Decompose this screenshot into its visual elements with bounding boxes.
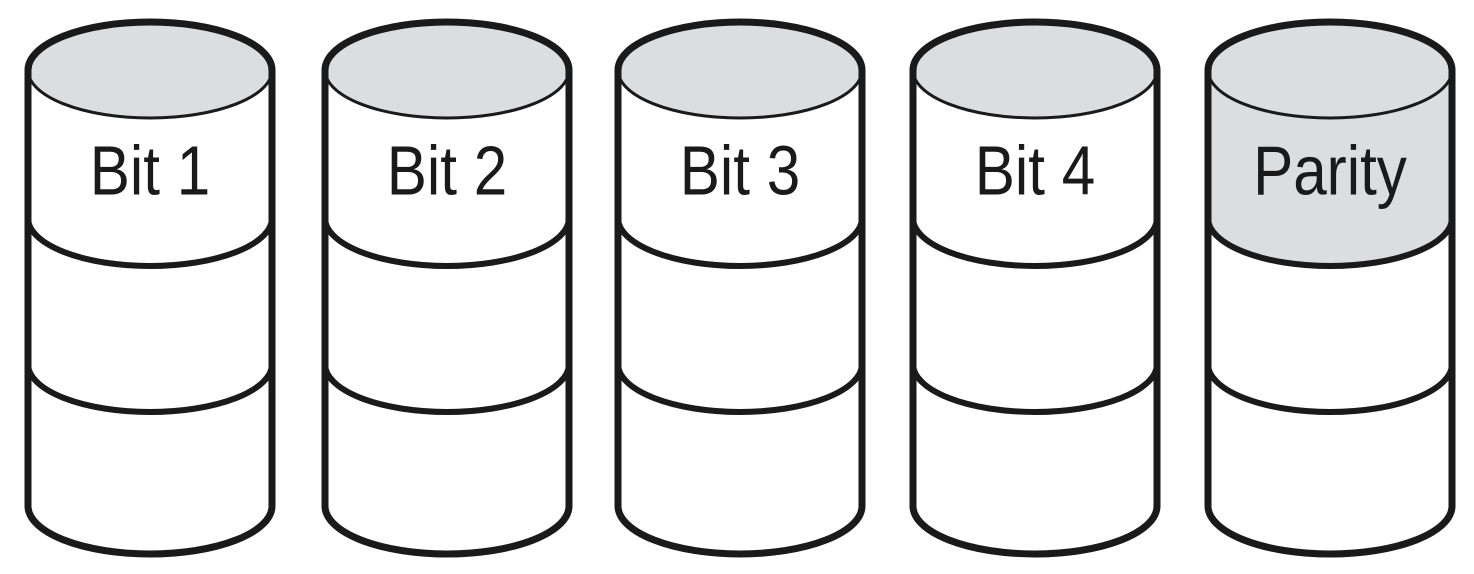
disk-3: Bit 3 bbox=[614, 18, 866, 558]
disk-label: Bit 2 bbox=[387, 131, 507, 209]
disk-segment-divider-2 bbox=[615, 363, 865, 415]
disk-outline bbox=[24, 18, 276, 558]
disk-label-segment bbox=[325, 70, 569, 266]
disk-2: Bit 2 bbox=[321, 18, 573, 558]
disk-5: Parity bbox=[1204, 18, 1456, 558]
disk-segment-divider-1 bbox=[615, 217, 865, 269]
disk-4: Bit 4 bbox=[909, 18, 1161, 558]
disk-label: Bit 3 bbox=[680, 131, 800, 209]
disk-label: Parity bbox=[1253, 131, 1407, 209]
disk-label-segment bbox=[1208, 70, 1452, 266]
disk-label-segment bbox=[28, 70, 272, 266]
disk-label: Bit 1 bbox=[90, 131, 210, 209]
disk-segment-divider-1 bbox=[1205, 217, 1455, 269]
disk-segment-divider-2 bbox=[322, 363, 572, 415]
disk-segment-divider-2 bbox=[910, 363, 1160, 415]
disk-label-segment bbox=[913, 70, 1157, 266]
disk-outline bbox=[1204, 18, 1456, 558]
disk-1: Bit 1 bbox=[24, 18, 276, 558]
disk-outline bbox=[909, 18, 1161, 558]
disk-segment-divider-2 bbox=[25, 363, 275, 415]
disk-segment-divider-1 bbox=[910, 217, 1160, 269]
disk-segment-divider-1 bbox=[322, 217, 572, 269]
disk-outline bbox=[614, 18, 866, 558]
disk-outline bbox=[321, 18, 573, 558]
disk-segment-divider-1 bbox=[25, 217, 275, 269]
disk-label-segment bbox=[618, 70, 862, 266]
disk-segment-divider-2 bbox=[1205, 363, 1455, 415]
disk-label: Bit 4 bbox=[975, 131, 1095, 209]
